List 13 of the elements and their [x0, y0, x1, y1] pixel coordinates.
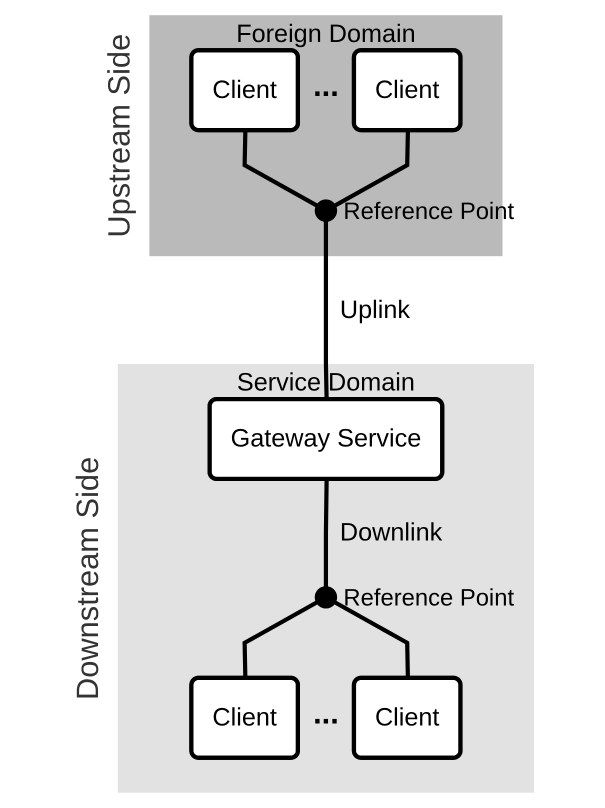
ellipsis: ...	[313, 68, 340, 103]
connector	[324, 480, 330, 587]
node-circle	[315, 199, 338, 222]
node-circle	[315, 586, 338, 609]
connector	[242, 130, 318, 208]
connector	[334, 130, 410, 208]
side-label: Downstream Side	[70, 456, 106, 700]
point-label: Reference Point	[344, 584, 514, 612]
ellipsis: ...	[313, 695, 340, 730]
edge-label: Uplink	[340, 295, 410, 324]
edge-label: Downlink	[340, 518, 443, 546]
side-label: Upstream Side	[102, 34, 138, 238]
point-label: Reference Point	[344, 198, 514, 226]
